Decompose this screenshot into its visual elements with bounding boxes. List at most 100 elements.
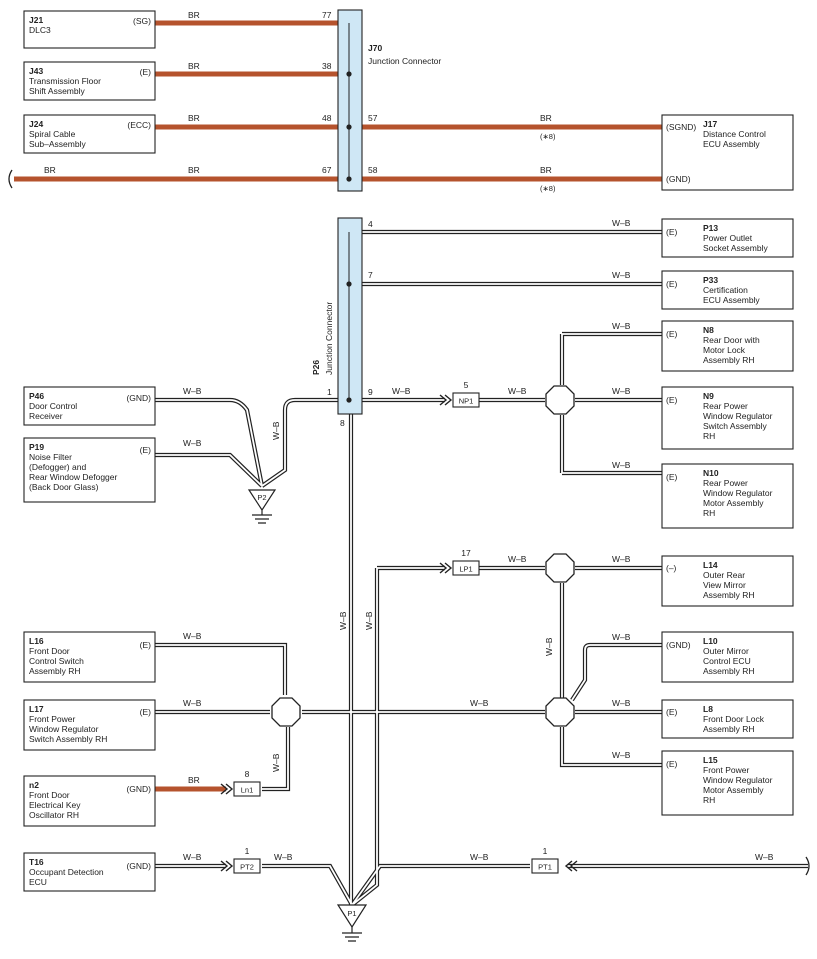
svg-text:(E): (E) bbox=[140, 67, 152, 77]
svg-text:Assembly RH: Assembly RH bbox=[703, 355, 754, 365]
wb-wires bbox=[155, 229, 808, 907]
svg-text:ECU Assembly: ECU Assembly bbox=[703, 139, 760, 149]
p26-junction-bar bbox=[337, 217, 363, 415]
svg-text:Window Regulator: Window Regulator bbox=[703, 411, 773, 421]
svg-text:Receiver: Receiver bbox=[29, 411, 63, 421]
component-l16: L16 Front Door Control Switch Assembly R… bbox=[23, 631, 156, 683]
svg-text:Distance Control: Distance Control bbox=[703, 129, 766, 139]
j70-pin-48: 48 bbox=[322, 113, 332, 123]
svg-text:W–B: W–B bbox=[612, 270, 631, 280]
svg-text:P46: P46 bbox=[29, 391, 44, 401]
svg-text:Rear Power: Rear Power bbox=[703, 401, 748, 411]
svg-text:(Back Door Glass): (Back Door Glass) bbox=[29, 482, 99, 492]
svg-text:L16: L16 bbox=[29, 636, 44, 646]
svg-text:Rear Window Defogger: Rear Window Defogger bbox=[29, 472, 118, 482]
svg-text:Switch Assembly: Switch Assembly bbox=[703, 421, 768, 431]
svg-text:RH: RH bbox=[703, 508, 715, 518]
svg-text:Assembly RH: Assembly RH bbox=[703, 590, 754, 600]
svg-text:Sub–Assembly: Sub–Assembly bbox=[29, 139, 86, 149]
br-wires bbox=[14, 20, 662, 792]
p26-id: P26 bbox=[311, 360, 321, 375]
svg-text:Front Door: Front Door bbox=[29, 646, 70, 656]
j70-pin-77: 77 bbox=[322, 10, 332, 20]
svg-text:Power Outlet: Power Outlet bbox=[703, 233, 753, 243]
svg-text:L8: L8 bbox=[703, 704, 713, 714]
component-n2: n2 Front Door Electrical Key Oscillator … bbox=[23, 775, 156, 827]
svg-text:W–B: W–B bbox=[612, 218, 631, 228]
svg-text:RH: RH bbox=[703, 795, 715, 805]
svg-text:Control Switch: Control Switch bbox=[29, 656, 84, 666]
svg-text:W–B: W–B bbox=[470, 698, 489, 708]
splice-right bbox=[545, 697, 575, 727]
svg-text:Rear Door with: Rear Door with bbox=[703, 335, 760, 345]
svg-text:(E): (E) bbox=[666, 395, 678, 405]
j70-id: J70 bbox=[368, 43, 382, 53]
connector-np1: NP1 5 bbox=[439, 380, 480, 408]
svg-text:n2: n2 bbox=[29, 780, 39, 790]
svg-text:(E): (E) bbox=[140, 640, 152, 650]
p26-pin-7: 7 bbox=[368, 270, 373, 280]
connector-ln1: Ln1 8 bbox=[220, 769, 261, 797]
svg-text:(SGND): (SGND) bbox=[666, 122, 696, 132]
svg-text:Window Regulator: Window Regulator bbox=[29, 724, 99, 734]
svg-text:P33: P33 bbox=[703, 275, 718, 285]
component-j24: J24 Spiral Cable Sub–Assembly (ECC) bbox=[23, 114, 156, 154]
svg-text:J24: J24 bbox=[29, 119, 43, 129]
splice-lp1 bbox=[545, 553, 575, 583]
svg-text:DLC3: DLC3 bbox=[29, 25, 51, 35]
svg-text:Shift Assembly: Shift Assembly bbox=[29, 86, 85, 96]
svg-text:PT2: PT2 bbox=[240, 863, 254, 872]
svg-text:W–B: W–B bbox=[612, 750, 631, 760]
svg-text:Front Power: Front Power bbox=[29, 714, 75, 724]
svg-text:W–B: W–B bbox=[274, 852, 293, 862]
svg-text:P19: P19 bbox=[29, 442, 44, 452]
svg-text:8: 8 bbox=[245, 769, 250, 779]
p26-pin-8: 8 bbox=[340, 418, 345, 428]
svg-text:J43: J43 bbox=[29, 66, 43, 76]
inline-connectors: NP1 5 LP1 17 Ln1 8 PT2 1 PT1 1 bbox=[220, 380, 578, 874]
j70-pin-58: 58 bbox=[368, 165, 378, 175]
svg-text:J21: J21 bbox=[29, 15, 43, 25]
svg-text:(GND): (GND) bbox=[126, 784, 151, 794]
svg-text:Front Power: Front Power bbox=[703, 765, 749, 775]
svg-text:W–B: W–B bbox=[183, 438, 202, 448]
svg-text:W–B: W–B bbox=[338, 611, 348, 630]
svg-text:ECU Assembly: ECU Assembly bbox=[703, 295, 760, 305]
svg-text:BR: BR bbox=[540, 113, 552, 123]
svg-text:(E): (E) bbox=[666, 329, 678, 339]
component-p46: P46 Door Control Receiver (GND) bbox=[23, 386, 156, 426]
svg-text:1: 1 bbox=[245, 846, 250, 856]
svg-text:(∗8): (∗8) bbox=[540, 184, 556, 193]
svg-text:L14: L14 bbox=[703, 560, 718, 570]
ground-p2: P2 bbox=[247, 489, 277, 524]
svg-text:Electrical Key: Electrical Key bbox=[29, 800, 81, 810]
svg-text:(–): (–) bbox=[666, 563, 677, 573]
svg-text:Front Door Lock: Front Door Lock bbox=[703, 714, 765, 724]
svg-text:BR: BR bbox=[188, 113, 200, 123]
svg-text:(E): (E) bbox=[666, 707, 678, 717]
svg-text:(E): (E) bbox=[666, 227, 678, 237]
svg-text:NP1: NP1 bbox=[459, 397, 474, 406]
svg-text:Ln1: Ln1 bbox=[241, 786, 254, 795]
svg-text:Outer Rear: Outer Rear bbox=[703, 570, 745, 580]
svg-text:W–B: W–B bbox=[508, 554, 527, 564]
svg-text:P1: P1 bbox=[347, 909, 356, 918]
component-p33: P33 Certification ECU Assembly (E) bbox=[661, 270, 794, 310]
svg-text:BR: BR bbox=[188, 165, 200, 175]
svg-text:(GND): (GND) bbox=[666, 174, 691, 184]
svg-text:L17: L17 bbox=[29, 704, 44, 714]
svg-text:Window Regulator: Window Regulator bbox=[703, 488, 773, 498]
svg-text:W–B: W–B bbox=[755, 852, 774, 862]
svg-text:Noise Filter: Noise Filter bbox=[29, 452, 72, 462]
svg-text:W–B: W–B bbox=[271, 421, 281, 440]
svg-text:Spiral Cable: Spiral Cable bbox=[29, 129, 76, 139]
connector-pt2: PT2 1 bbox=[220, 846, 261, 874]
component-p19: P19 Noise Filter (Defogger) and Rear Win… bbox=[23, 437, 156, 503]
svg-text:P2: P2 bbox=[257, 493, 266, 502]
svg-text:(E): (E) bbox=[666, 279, 678, 289]
svg-text:Socket Assembly: Socket Assembly bbox=[703, 243, 768, 253]
j70-pin-67: 67 bbox=[322, 165, 332, 175]
splice-np1 bbox=[545, 385, 575, 415]
svg-text:L15: L15 bbox=[703, 755, 718, 765]
connector-lp1: LP1 17 bbox=[439, 548, 480, 576]
